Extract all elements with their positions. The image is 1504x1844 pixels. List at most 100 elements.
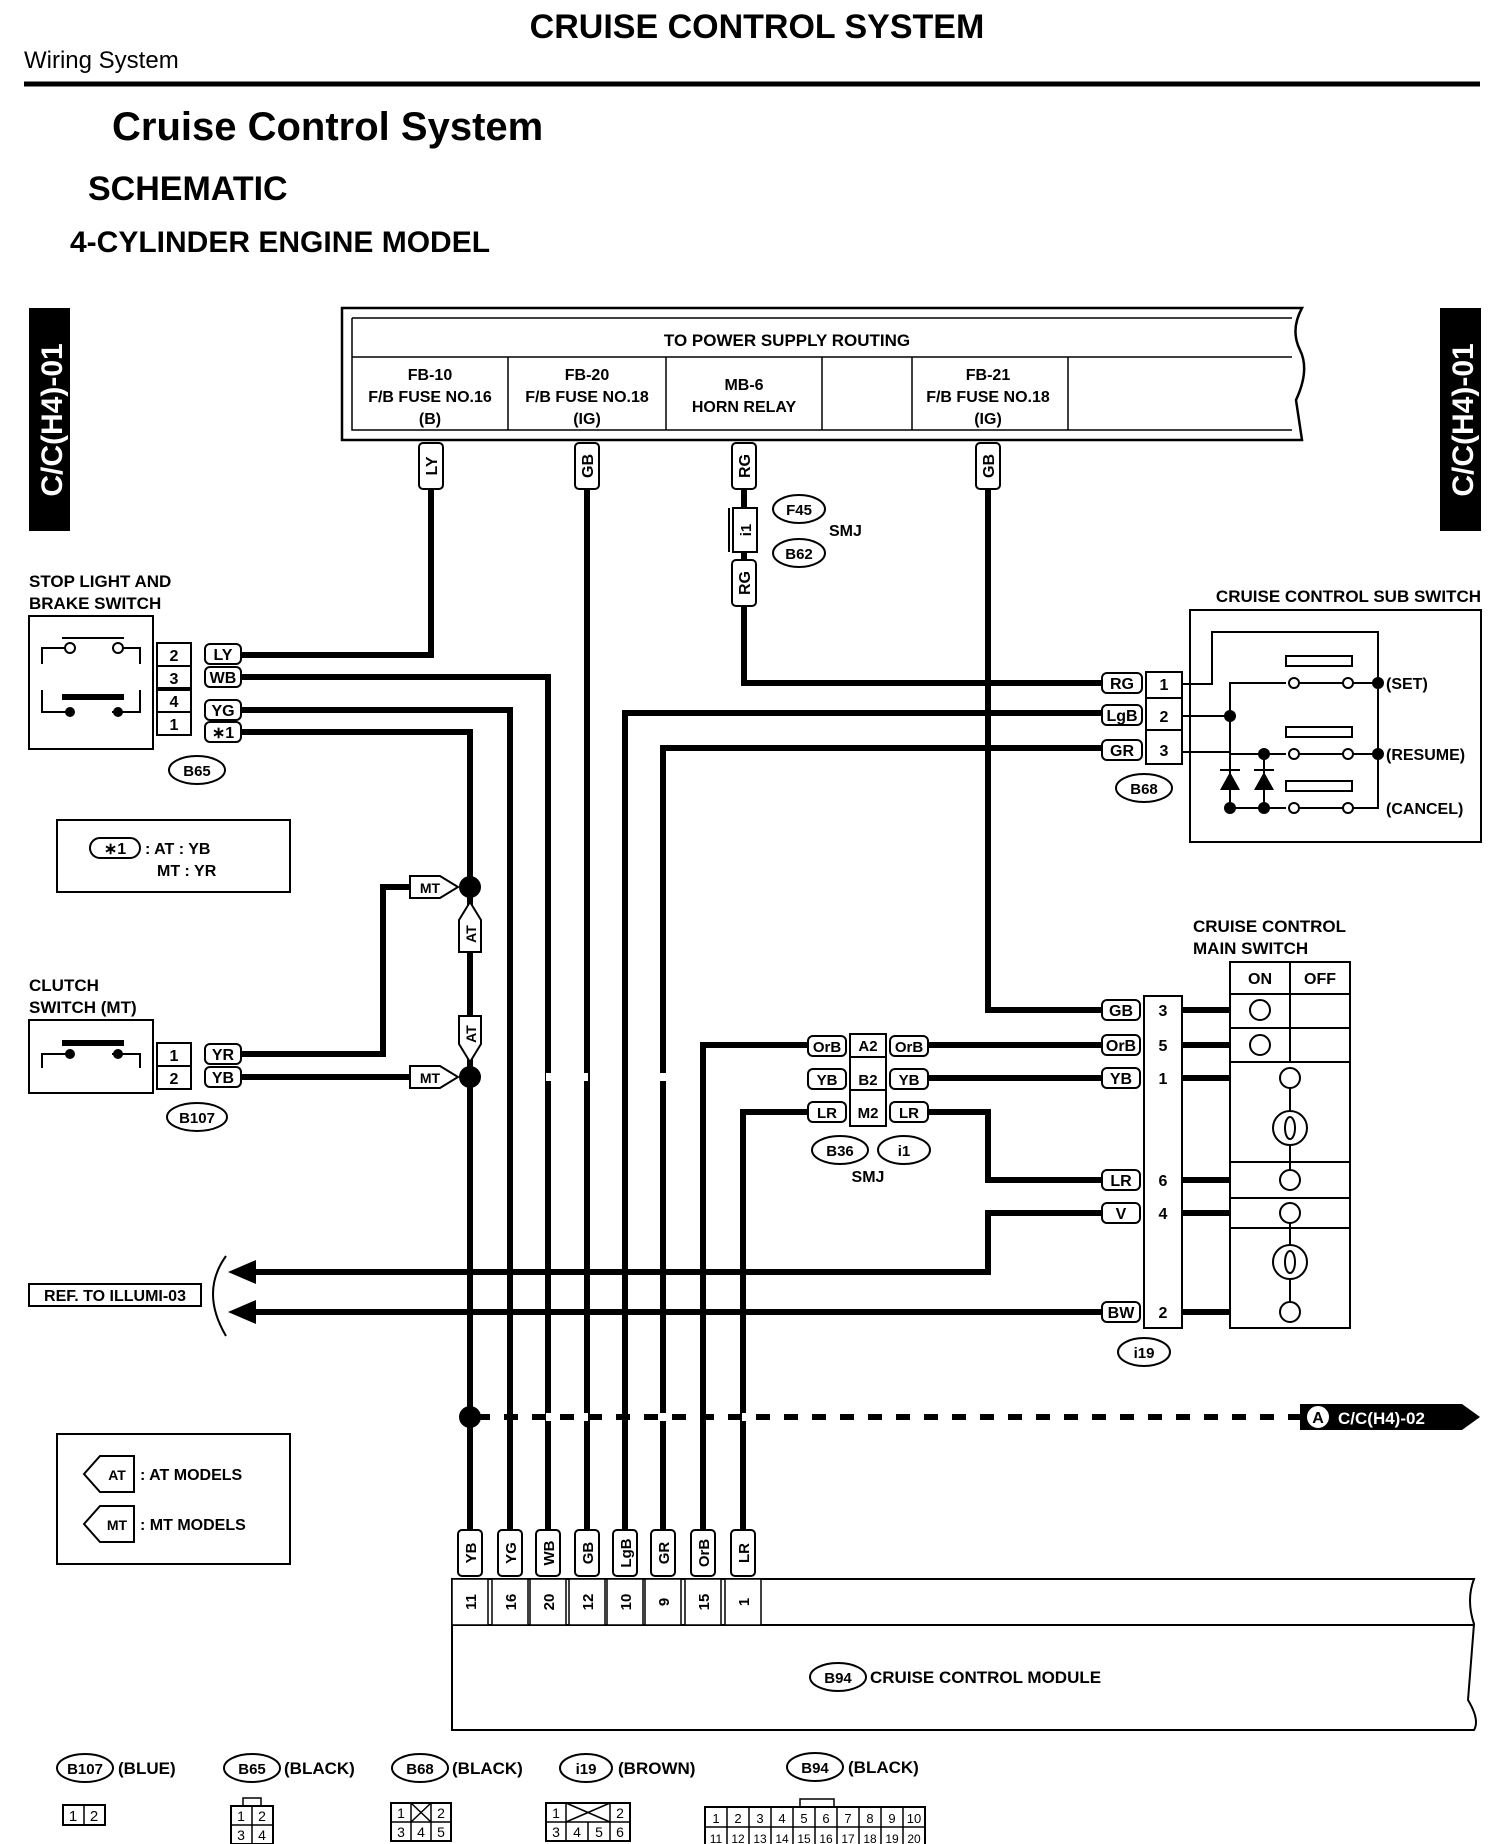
mt-tag-lower: MT [409,1065,460,1089]
svg-text:(B): (B) [419,411,441,428]
doc-title: Cruise Control System [112,105,543,149]
svg-text:YB: YB [817,1072,838,1089]
b94-pin-number: 10 [907,1811,921,1826]
module-pin-number: 1 [736,1598,753,1606]
svg-text:MB-6: MB-6 [724,377,763,394]
doc-subtitle: SCHEMATIC [88,170,288,208]
svg-text:HORN RELAY: HORN RELAY [692,399,797,416]
wire-harness [235,490,1300,1543]
b94-pin-number: 19 [885,1832,899,1844]
svg-text:(CANCEL): (CANCEL) [1386,801,1463,818]
svg-text:YR: YR [212,1047,235,1064]
svg-text:(IG): (IG) [974,411,1002,428]
at-tag-lower: AT [458,1015,482,1064]
svg-text:YB: YB [212,1070,234,1087]
connector-i19: i19 [1134,1345,1155,1362]
svg-text:2: 2 [170,1071,179,1088]
svg-text:5: 5 [595,1824,603,1840]
doc-model: 4-CYLINDER ENGINE MODEL [70,226,490,259]
svg-text:CLUTCH: CLUTCH [29,976,99,995]
svg-text:AT: AT [108,1467,126,1483]
svg-text:B68: B68 [406,1761,434,1778]
module-pin-cell [684,1578,722,1626]
svg-text:F/B FUSE NO.18: F/B FUSE NO.18 [926,389,1050,406]
svg-text:1: 1 [170,717,179,734]
svg-text:4: 4 [573,1824,581,1840]
svg-text:B107: B107 [67,1761,103,1778]
module-wire-label: OrB [696,1539,713,1568]
connector-b65: B65 [183,763,211,780]
svg-text:LY: LY [424,456,441,475]
svg-text:2: 2 [258,1808,266,1824]
module-wire-label: GB [580,1542,597,1565]
module-wire-tag [457,1529,483,1577]
svg-text:FB-20: FB-20 [565,367,610,384]
b94-pin-number: 2 [734,1811,741,1826]
wire-color-note-box: ∗1 : AT : YB MT : YR [56,819,291,893]
svg-text:GR: GR [1110,743,1134,760]
svg-text:F/B FUSE NO.18: F/B FUSE NO.18 [525,389,649,406]
ps-cell-fb20: FB-20 F/B FUSE NO.18 (IG) [525,367,649,428]
cruise-control-sub-switch: CRUISE CONTROL SUB SWITCH 1 2 3 RG LgB G… [1101,587,1482,843]
svg-text:3: 3 [1160,743,1169,760]
svg-text:LR: LR [1110,1173,1132,1190]
power-supply-routing-box: TO POWER SUPPLY ROUTING FB-10 F/B FUSE N… [340,306,1306,442]
svg-text:1: 1 [69,1808,77,1825]
svg-text:FB-21: FB-21 [966,367,1011,384]
connector-legend-i19: i19 (BROWN) 1 2 3 4 5 6 [545,1753,695,1842]
svg-text:YG: YG [211,703,234,720]
svg-text:GB: GB [981,454,998,478]
b94-pin-number: 8 [866,1811,873,1826]
svg-text:∗1: ∗1 [104,841,126,858]
svg-text:YB: YB [1110,1071,1132,1088]
svg-text:B65: B65 [238,1761,266,1778]
svg-text:CRUISE CONTROL: CRUISE CONTROL [1193,917,1346,936]
svg-text:LR: LR [817,1105,837,1122]
svg-text:V: V [1116,1206,1127,1223]
junction-dots [459,876,481,1428]
module-wire-label: LgB [618,1538,635,1567]
svg-text:MT: MT [107,1517,128,1533]
smj-b36-i1: A2 B2 M2 OrB YB LR OrB YB LR B36 i1 SMJ [807,1033,931,1186]
side-tab-right: C/C(H4)-01 [1440,308,1481,531]
svg-text:REF. TO ILLUMI-03: REF. TO ILLUMI-03 [44,1288,186,1305]
b94-pin-number: 4 [778,1811,785,1826]
svg-text:: AT MODELS: : AT MODELS [140,1467,243,1484]
connector-b107: B107 [179,1110,215,1127]
cruise-control-main-switch: CRUISE CONTROL MAIN SWITCH ON OFF [1101,917,1351,1367]
power-supply-title: TO POWER SUPPLY ROUTING [664,331,910,350]
b94-pin-number: 18 [863,1832,877,1844]
module-pin-number: 9 [656,1598,673,1606]
svg-text:OFF: OFF [1304,971,1336,988]
module-wire-tag [612,1529,638,1577]
svg-text:(IG): (IG) [573,411,601,428]
connector-b68: B68 [1130,781,1158,798]
b94-pin-number: 9 [888,1811,895,1826]
connector-legend-b65: B65 (BLACK) 1 2 3 4 [223,1753,355,1844]
svg-text:3: 3 [170,671,179,688]
ps-cell-mb6: MB-6 HORN RELAY [692,377,797,416]
module-wire-tag [730,1529,756,1577]
dashed-crossings [490,1073,1290,1421]
at-tag-upper: AT [458,900,482,953]
module-pin-cell [451,1578,489,1626]
clutch-switch: CLUTCH SWITCH (MT) 1 2 YR YB B107 [28,976,242,1132]
module-pin-cell [568,1578,606,1626]
svg-text:4: 4 [1159,1206,1168,1223]
module-wire-tag [690,1529,716,1577]
svg-text:2: 2 [1159,1305,1168,1322]
svg-text:4: 4 [417,1824,425,1840]
b94-pin-number: 11 [710,1832,723,1844]
svg-text:(SET): (SET) [1386,676,1428,693]
svg-text:∗1: ∗1 [212,725,234,742]
svg-text:RG: RG [737,454,754,478]
b94-pin-number: 3 [756,1811,763,1826]
svg-text:5: 5 [1159,1038,1168,1055]
svg-text:SWITCH (MT): SWITCH (MT) [29,998,137,1017]
module-name: CRUISE CONTROL MODULE [870,1668,1101,1687]
svg-text:A: A [1312,1410,1324,1427]
